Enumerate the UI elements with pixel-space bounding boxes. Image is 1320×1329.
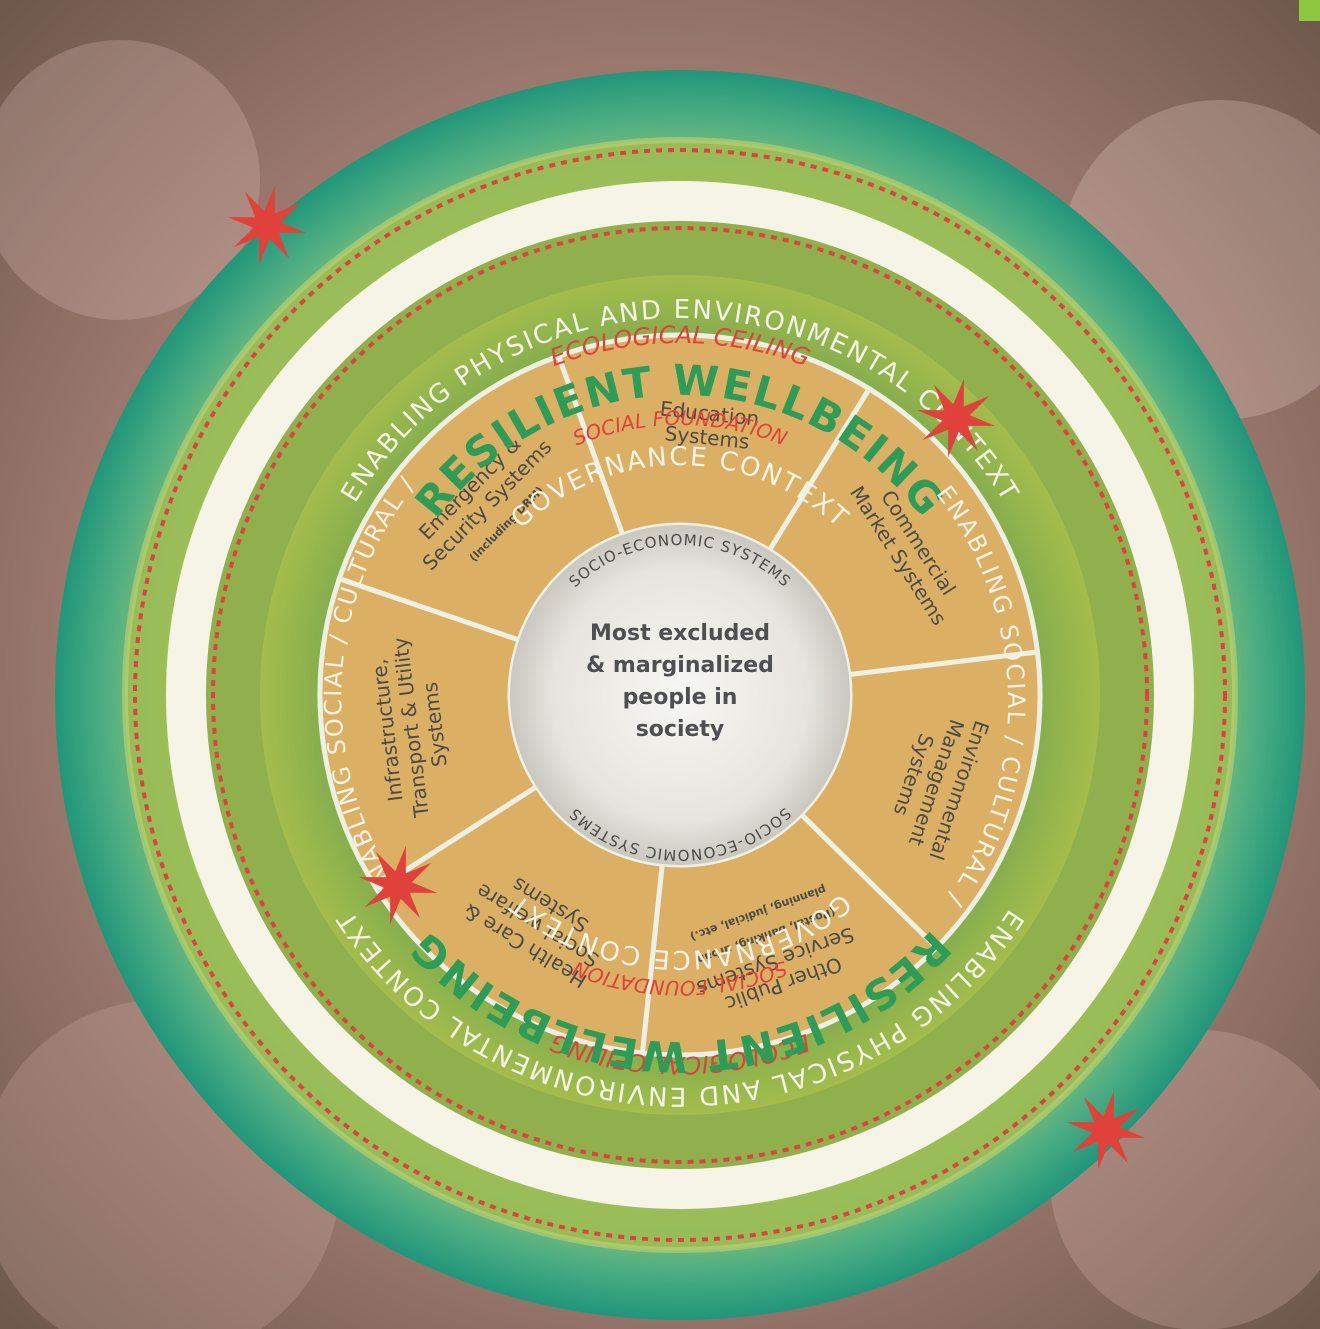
red-star-icon: [1066, 1090, 1146, 1170]
system-segment: [797, 649, 1043, 952]
system-segment: [765, 385, 1041, 678]
social-foundation-line: [211, 226, 1149, 1164]
system-segment: [555, 332, 873, 554]
system-segment: [317, 575, 541, 893]
center-disk: [510, 525, 850, 865]
ecological-ceiling-line: [133, 148, 1227, 1242]
system-segment: [639, 810, 940, 1058]
red-star-icon: [358, 845, 438, 925]
system-segment: [373, 783, 665, 1056]
system-segment: [336, 352, 626, 644]
red-star-icon: [916, 378, 996, 458]
corner-tab: [1299, 0, 1320, 21]
red-star-markers: [227, 185, 1146, 1170]
red-star-icon: [227, 185, 307, 265]
